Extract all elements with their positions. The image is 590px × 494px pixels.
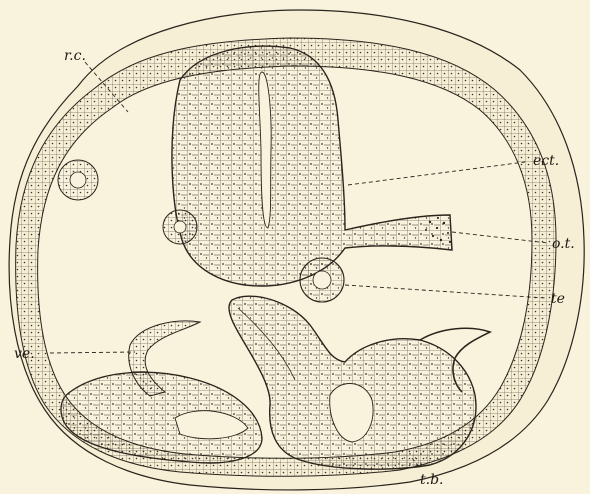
label-ve: ve. (14, 346, 35, 362)
label-ect: ect. (533, 153, 559, 169)
label-tb: t.b. (420, 472, 444, 488)
tentacle-vesicle (300, 258, 344, 302)
vesicle-center (163, 210, 197, 244)
label-ot: o.t. (552, 236, 575, 252)
label-rc: r.c. (64, 48, 86, 64)
label-te: te (551, 291, 565, 307)
vesicle-left (58, 160, 98, 200)
